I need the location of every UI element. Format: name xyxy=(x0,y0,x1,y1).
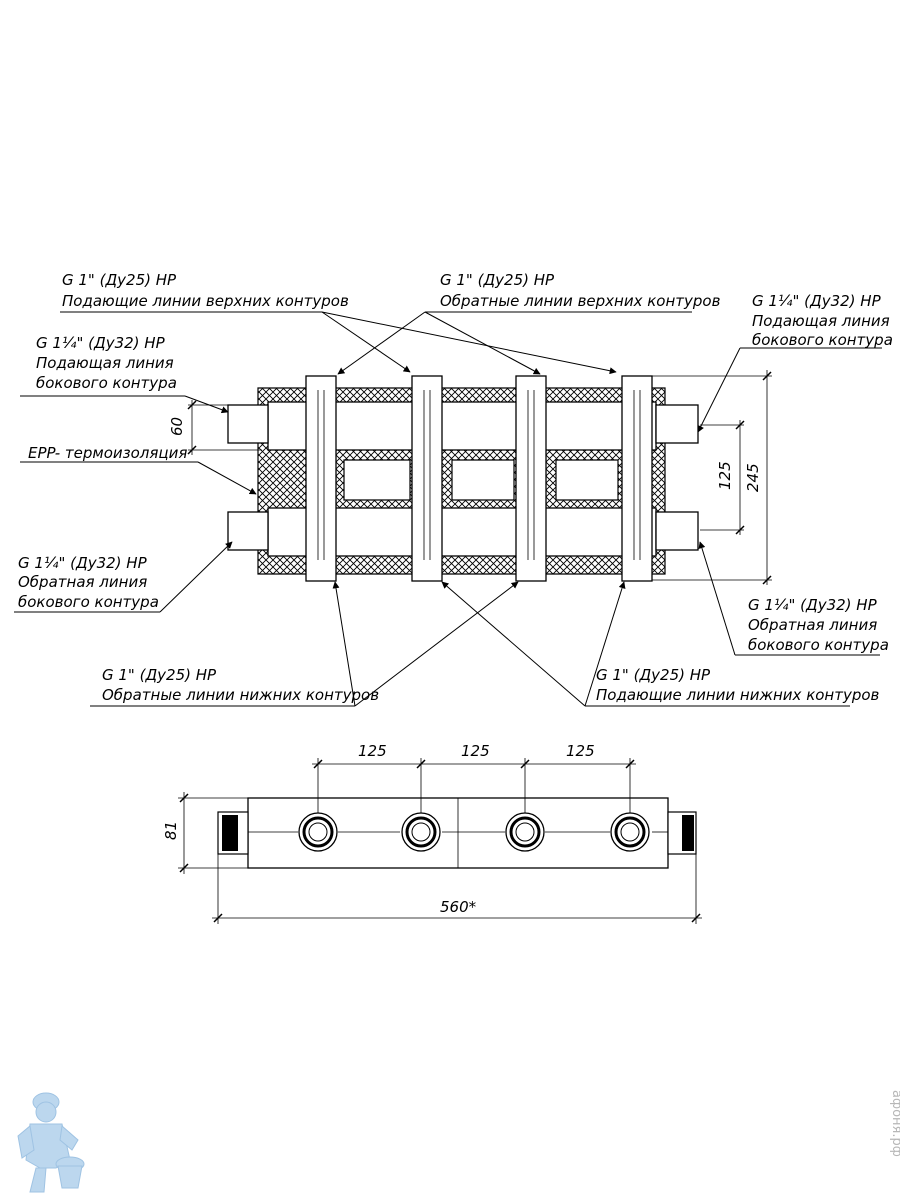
dim-245: 245 xyxy=(744,463,762,492)
label-left-upper-line2: бокового контура xyxy=(36,374,177,392)
port-4 xyxy=(610,812,650,852)
left-upper-nozzle xyxy=(227,404,269,444)
dim-125-vertical: 125 xyxy=(716,461,734,490)
label-bottom-left-desc: Обратные линии нижних контуров xyxy=(102,686,379,704)
leader-lines xyxy=(14,311,882,707)
label-left-lower: G 1¼" (Ду32) НР Обратная линия бокового … xyxy=(18,554,159,611)
bottom-dimensions xyxy=(178,758,702,924)
dim-60: 60 xyxy=(168,417,186,436)
label-top-left: G 1" (Ду25) НР Подающие линии верхних ко… xyxy=(62,271,349,310)
left-lower-nozzle xyxy=(227,511,269,551)
branch-pipe-3 xyxy=(515,375,547,582)
label-right-lower-line1: Обратная линия xyxy=(748,616,877,634)
dim-560: 560* xyxy=(440,898,477,916)
label-right-lower: G 1¼" (Ду32) НР Обратная линия бокового … xyxy=(748,596,889,654)
right-lower-nozzle xyxy=(655,511,699,551)
label-left-lower-line2: бокового контура xyxy=(18,593,159,611)
dim-spacing-3: 125 xyxy=(566,742,595,760)
port-3 xyxy=(505,812,545,852)
branch-pipe-1 xyxy=(305,375,337,582)
label-top-right: G 1¼" (Ду32) НР Подающая линия бокового … xyxy=(752,292,893,349)
label-top-center-spec: G 1" (Ду25) НР xyxy=(440,271,555,289)
label-left-upper-line1: Подающая линия xyxy=(36,354,174,372)
dim-spacing-2: 125 xyxy=(461,742,490,760)
right-upper-nozzle xyxy=(655,404,699,444)
plumber-mascot-icon xyxy=(17,1092,85,1193)
label-left-lower-spec: G 1¼" (Ду32) НР xyxy=(18,554,148,572)
port-1 xyxy=(298,812,338,852)
label-insulation: EPP- термоизоляция xyxy=(28,444,187,462)
front-dimensions xyxy=(187,370,772,585)
label-left-upper: G 1¼" (Ду32) НР Подающая линия бокового … xyxy=(36,334,177,392)
label-top-left-spec: G 1" (Ду25) НР xyxy=(62,271,177,289)
bottom-view xyxy=(217,797,697,869)
dim-81: 81 xyxy=(162,821,180,840)
label-top-right-line2: бокового контура xyxy=(752,331,893,349)
label-right-lower-line2: бокового контура xyxy=(748,636,889,654)
label-top-right-spec: G 1¼" (Ду32) НР xyxy=(752,292,882,310)
label-bottom-left: G 1" (Ду25) НР Обратные линии нижних кон… xyxy=(102,666,379,704)
front-view xyxy=(227,375,699,582)
label-bottom-right-spec: G 1" (Ду25) НР xyxy=(596,666,711,684)
branch-pipe-2 xyxy=(411,375,443,582)
watermark-text: афоня.рф xyxy=(889,1090,900,1157)
label-top-right-line1: Подающая линия xyxy=(752,312,890,330)
dim-spacing-1: 125 xyxy=(358,742,387,760)
label-right-lower-spec: G 1¼" (Ду32) НР xyxy=(748,596,878,614)
label-left-lower-line1: Обратная линия xyxy=(18,573,147,591)
label-bottom-right-desc: Подающие линии нижних контуров xyxy=(596,686,880,704)
label-left-upper-spec: G 1¼" (Ду32) НР xyxy=(36,334,166,352)
label-top-center-desc: Обратные линии верхних контуров xyxy=(440,292,721,310)
label-bottom-right: G 1" (Ду25) НР Подающие линии нижних кон… xyxy=(596,666,880,704)
label-bottom-left-spec: G 1" (Ду25) НР xyxy=(102,666,217,684)
port-2 xyxy=(401,812,441,852)
label-top-center: G 1" (Ду25) НР Обратные линии верхних ко… xyxy=(440,271,721,310)
branch-pipe-4 xyxy=(621,375,653,582)
label-top-left-desc: Подающие линии верхних контуров xyxy=(62,292,349,310)
